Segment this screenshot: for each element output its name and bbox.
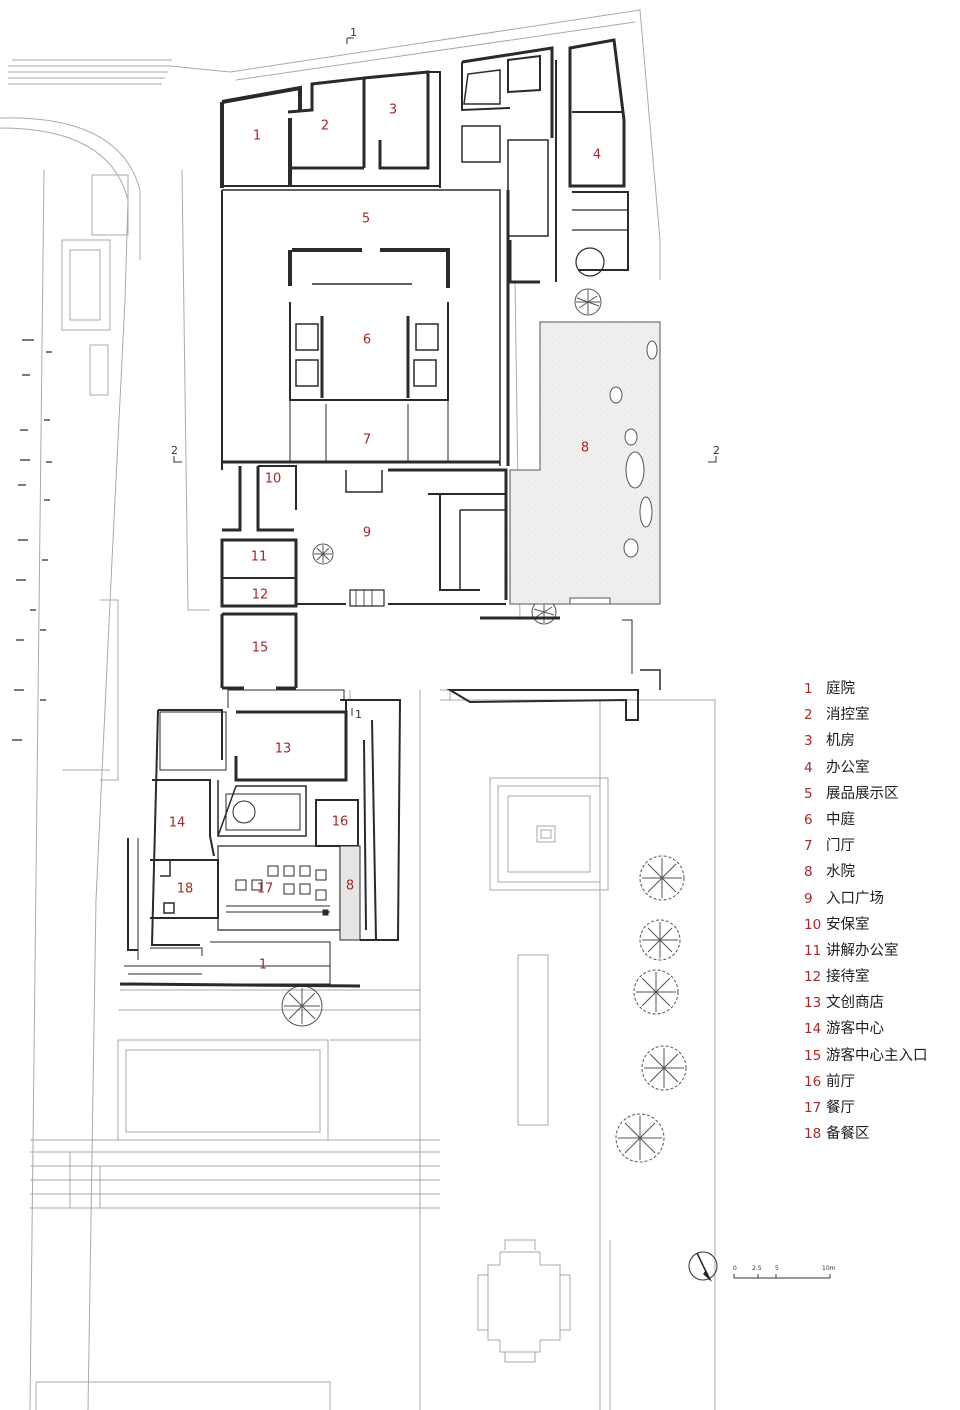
legend-label: 庭院 (826, 681, 855, 697)
legend-item: 9 入口广场 (804, 886, 960, 912)
legend-label: 讲解办公室 (826, 942, 899, 959)
legend-item: 1 庭院 (804, 676, 960, 702)
room-label-9: 9 (363, 526, 371, 541)
legend-item: 7 门厅 (804, 833, 960, 859)
legend-label: 游客中心 (826, 1021, 884, 1038)
scale-tick-10m: 10m (822, 1265, 836, 1272)
room-labels: 1 2 3 4 5 6 7 8 9 10 11 12 15 13 14 16 1… (169, 103, 601, 973)
room-label-2: 2 (321, 119, 329, 134)
legend-label: 门厅 (826, 838, 855, 855)
site-context (0, 9, 716, 1410)
scale-bar: 0 2.5 5 10m (733, 1265, 836, 1279)
legend-label: 餐厅 (826, 1100, 855, 1116)
legend-label: 水院 (826, 864, 855, 881)
main-building (220, 38, 661, 721)
scale-tick-5: 5 (775, 1265, 779, 1272)
legend-label: 接待室 (826, 969, 870, 986)
legend-number: 3 (804, 733, 813, 750)
room-label-6: 6 (363, 333, 371, 348)
room-label-10: 10 (265, 472, 282, 487)
legend-number: 4 (804, 759, 813, 776)
legend-number: 18 (804, 1126, 822, 1143)
legend-label: 安保室 (826, 916, 870, 933)
room-label-5: 5 (362, 212, 370, 227)
legend-number: 16 (804, 1073, 822, 1090)
legend-number: 6 (804, 811, 813, 828)
section-mark-1-south: 1 (355, 708, 362, 721)
section-mark-2-west: 2 (171, 444, 178, 457)
legend-number: 17 (804, 1100, 822, 1116)
legend-number: 14 (804, 1021, 822, 1038)
legend-number: 15 (804, 1047, 822, 1064)
legend-number: 1 (804, 681, 813, 697)
legend-number: 7 (804, 838, 813, 855)
room-label-8-water: 8 (581, 441, 589, 456)
legend-number: 10 (804, 916, 822, 933)
section-mark-2-east: 2 (713, 444, 720, 457)
legend-number: 13 (804, 995, 822, 1012)
legend-label: 文创商店 (826, 995, 884, 1012)
room-label-12: 12 (252, 588, 269, 603)
legend-label: 入口广场 (826, 890, 884, 907)
room-label-8-lower: 8 (346, 879, 354, 894)
legend-number: 11 (804, 942, 822, 959)
legend-item: 4 办公室 (804, 755, 960, 781)
legend-number: 5 (804, 785, 813, 802)
water-courtyard (509, 321, 661, 605)
legend-label: 备餐区 (826, 1126, 870, 1143)
north-arrow-icon (688, 1251, 718, 1282)
legend-label: 中庭 (826, 811, 855, 828)
trees (281, 288, 687, 1163)
legend-label: 机房 (826, 733, 855, 750)
legend-number: 2 (804, 707, 813, 724)
scale-tick-2-5: 2.5 (752, 1265, 762, 1272)
legend-number: 9 (804, 890, 813, 907)
room-label-17: 17 (257, 882, 274, 897)
room-label-3: 3 (389, 103, 397, 118)
room-label-13: 13 (275, 742, 292, 757)
legend-item: 3 机房 (804, 728, 960, 754)
legend-number: 8 (804, 864, 813, 881)
section-mark-1-north: 1 (350, 26, 357, 39)
legend-label: 办公室 (826, 759, 870, 776)
legend-item: 2 消控室 (804, 702, 960, 728)
room-label-15: 15 (252, 641, 269, 656)
legend-label: 消控室 (826, 707, 870, 724)
legend-item: 5 展品展示区 (804, 781, 960, 807)
room-label-1-courtyard: 1 (253, 129, 261, 144)
legend-item: 6 中庭 (804, 807, 960, 833)
room-label-14: 14 (169, 816, 186, 831)
visitor-center (119, 689, 402, 988)
legend-label: 游客中心主入口 (826, 1047, 928, 1064)
room-label-1-lower: 1 (259, 958, 267, 973)
legend-item: 8 水院 (804, 859, 960, 885)
legend-number: 12 (804, 969, 822, 986)
section-marks (173, 37, 717, 716)
legend-label: 前厅 (826, 1073, 855, 1090)
legend-label: 展品展示区 (826, 785, 899, 802)
room-label-7: 7 (363, 433, 371, 448)
scale-tick-0: 0 (733, 1265, 737, 1272)
room-label-11: 11 (251, 550, 268, 565)
room-label-4: 4 (593, 148, 601, 163)
room-label-16: 16 (332, 815, 349, 830)
room-label-18: 18 (177, 882, 194, 897)
